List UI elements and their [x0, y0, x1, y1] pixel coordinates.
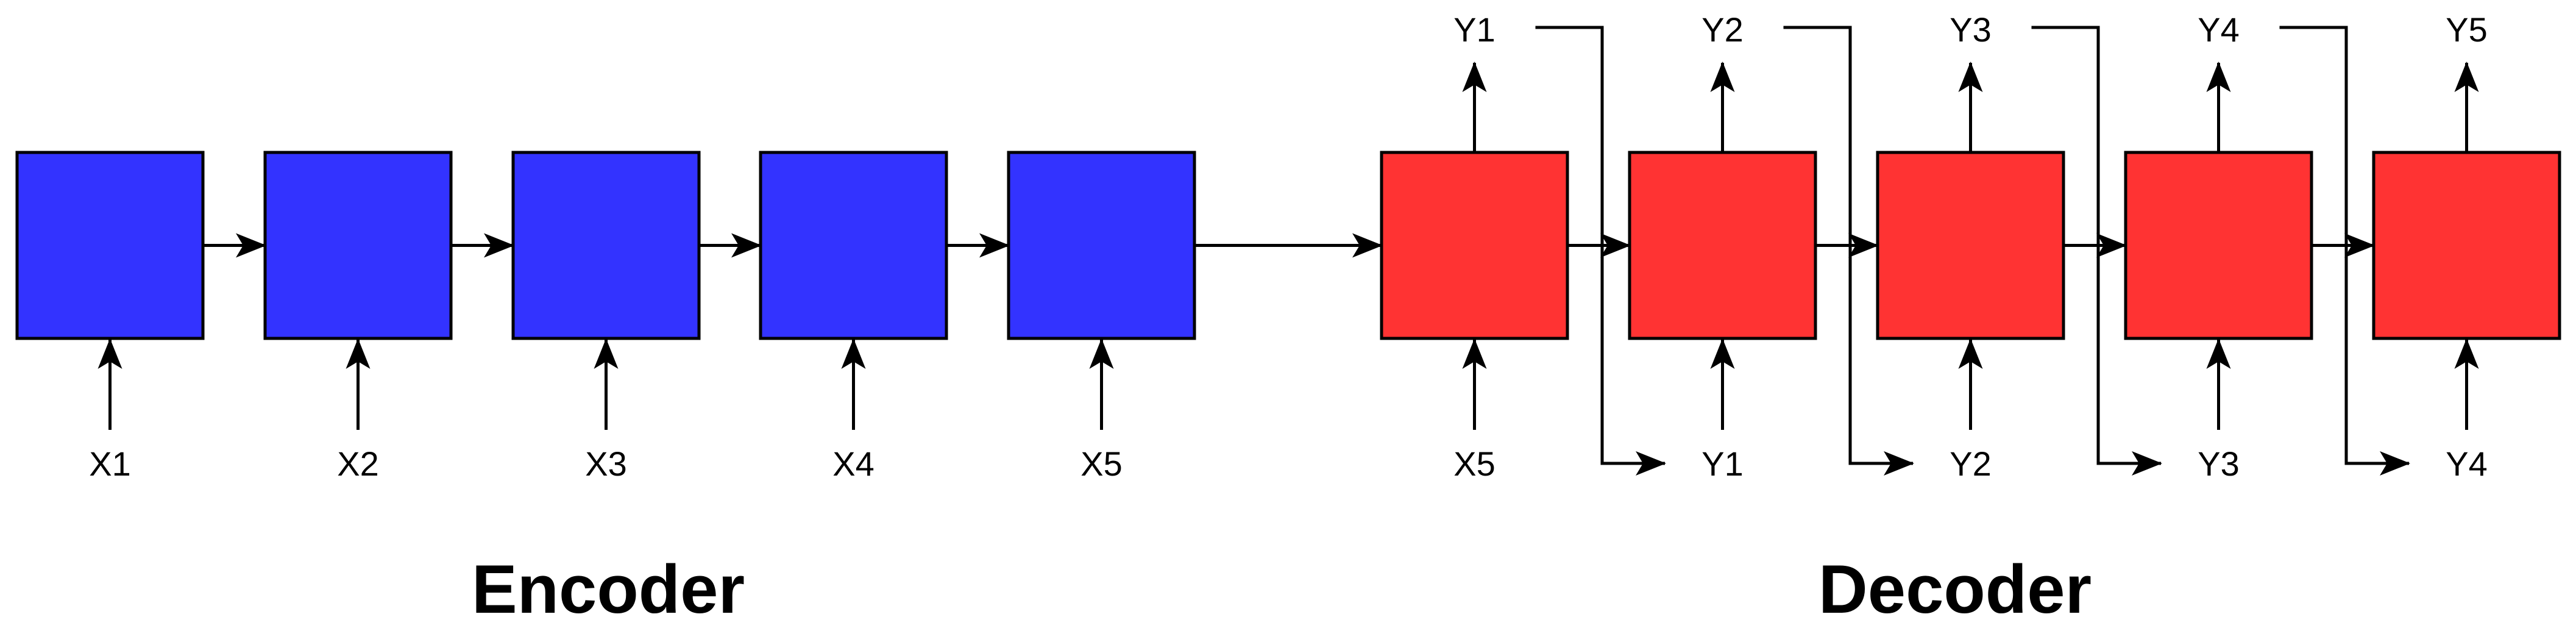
decoder-output-label: Y5	[2446, 10, 2488, 49]
encoder-cell	[15, 151, 205, 340]
feedback-wire	[2279, 26, 2410, 476]
encoder-input-label: X2	[337, 444, 379, 483]
decoder-cell	[1380, 151, 1569, 340]
encoder-cell	[263, 151, 453, 340]
decoder-input-label: Y1	[1701, 444, 1744, 483]
feedback-wire	[2031, 26, 2162, 476]
decoder-cell	[2124, 151, 2313, 340]
encoder-cell	[511, 151, 701, 340]
feedback-wire	[1783, 26, 1914, 476]
encoder-title: Encoder	[472, 551, 745, 627]
decoder-cell	[2372, 151, 2561, 340]
decoder-output-label: Y2	[1701, 10, 1744, 49]
decoder-output-label: Y3	[1950, 10, 1992, 49]
encoder-input-label: X4	[832, 444, 875, 483]
encoder-input-label: X1	[89, 444, 131, 483]
decoder-input-label: Y3	[2198, 444, 2240, 483]
cells-group	[15, 151, 2561, 340]
encoder-cell	[759, 151, 948, 340]
feedback-wire	[1535, 26, 1666, 476]
encoder-input-label: X3	[585, 444, 627, 483]
decoder-input-label: Y2	[1950, 444, 1992, 483]
connection-wires	[98, 26, 2479, 476]
decoder-output-label: Y4	[2198, 10, 2240, 49]
encoder-input-label: X5	[1080, 444, 1123, 483]
decoder-title: Decoder	[1818, 551, 2092, 627]
decoder-cell	[1876, 151, 2065, 340]
decoder-output-label: Y1	[1453, 10, 1496, 49]
decoder-input-label: X5	[1453, 444, 1496, 483]
decoder-cell	[1628, 151, 1817, 340]
encoder-cell	[1007, 151, 1196, 340]
decoder-input-label: Y4	[2446, 444, 2488, 483]
